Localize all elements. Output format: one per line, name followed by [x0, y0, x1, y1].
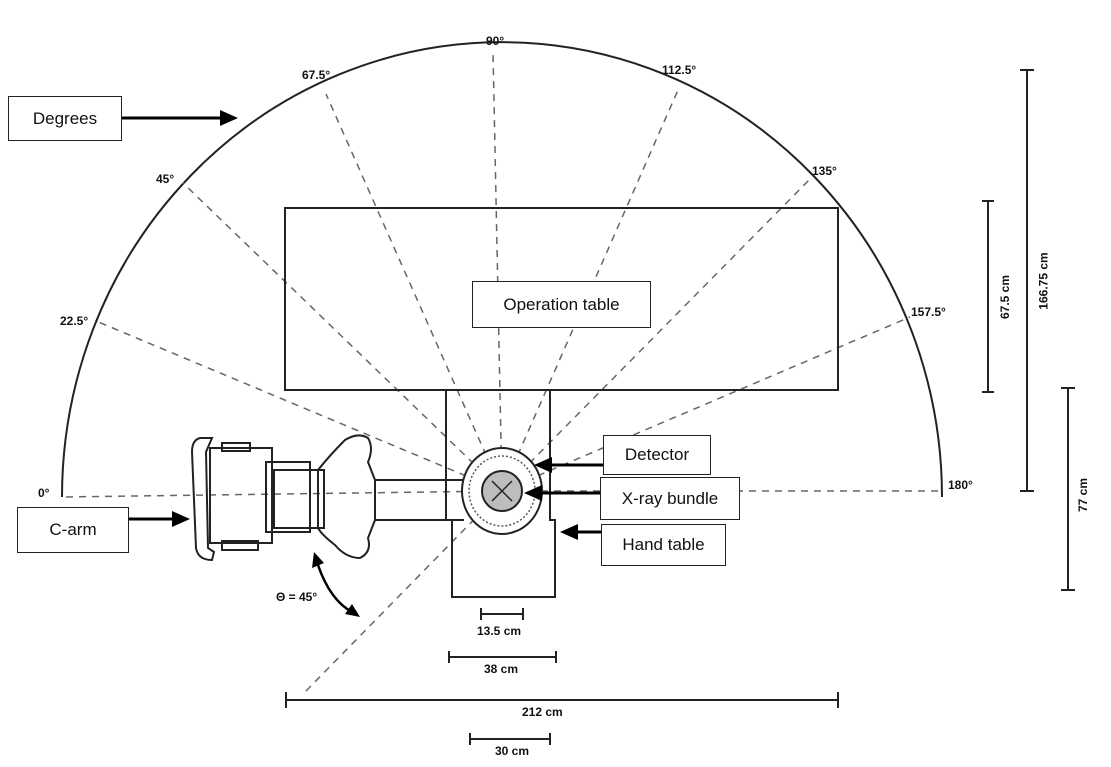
degrees-label: Degrees [8, 96, 122, 141]
dimension-lines [285, 69, 1075, 745]
angle-label-157-5: 157.5° [911, 305, 946, 319]
angle-rays [61, 51, 942, 693]
theta-label: Θ = 45° [276, 590, 318, 604]
angle-label-45: 45° [156, 172, 175, 186]
dim-67-5-cm: 67.5 cm [998, 274, 1013, 320]
dim-77-cm: 77 cm [1076, 477, 1091, 513]
dim-166-75-cm: 166.75 cm [1036, 252, 1051, 310]
angle-label-0: 0° [38, 486, 50, 500]
detector-label: Detector [603, 435, 711, 475]
dim-30-cm: 30 cm [495, 744, 530, 758]
detector-drawing [461, 447, 543, 535]
operation-table-outline [284, 207, 839, 391]
dim-13-5-cm: 13.5 cm [477, 624, 522, 638]
c-arm-drawing [190, 434, 464, 562]
operation-table-label: Operation table [472, 281, 651, 328]
dim-212-cm: 212 cm [522, 705, 563, 719]
angle-label-135: 135° [812, 164, 837, 178]
xray-bundle-label: X-ray bundle [600, 477, 740, 520]
angle-label-180: 180° [948, 478, 973, 492]
hand-table-label: Hand table [601, 524, 726, 566]
pointer-arrows [122, 110, 603, 540]
angle-label-22-5: 22.5° [60, 314, 89, 328]
angle-label-67-5: 67.5° [302, 68, 331, 82]
c-arm-label: C-arm [17, 507, 129, 553]
theta-arrow [312, 552, 360, 617]
dim-38-cm: 38 cm [484, 662, 519, 676]
angle-label-112-5: 112.5° [662, 63, 697, 77]
angle-label-90: 90° [486, 34, 505, 48]
protractor-arc [61, 41, 943, 498]
